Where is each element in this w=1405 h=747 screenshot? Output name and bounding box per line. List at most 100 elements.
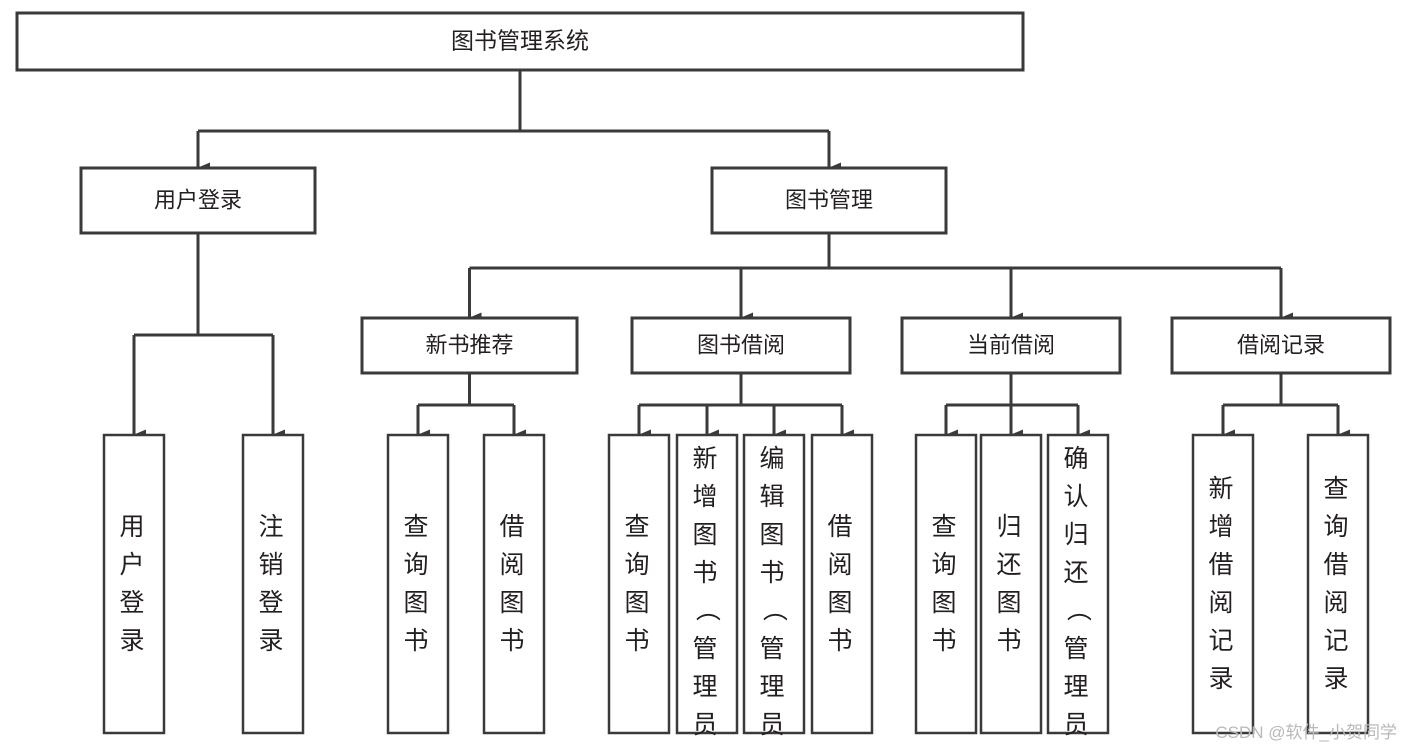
leaf-node-5-char: 新 (692, 445, 721, 473)
leaf-node-11-rect (1191, 433, 1255, 735)
leaf-node-6-char: 辑 (759, 483, 788, 511)
leaf-node-6-char: 员 (759, 711, 788, 739)
leaf-node-12-char: 查 (1323, 475, 1352, 503)
leaf-node-8-rect (914, 433, 978, 735)
leaf-node-11-char: 增 (1208, 513, 1237, 541)
level3-node-1[interactable]: 图书借阅 (630, 316, 852, 375)
leaf-node-3-rect (482, 433, 546, 735)
connector-layer (132, 70, 1350, 441)
level2-node-0[interactable]: 用户登录 (79, 166, 317, 235)
leaf-node-10-char: 员 (1063, 711, 1092, 739)
leaf-node-10-char: 管 (1063, 635, 1092, 663)
leaf-node-2-rect (386, 433, 450, 735)
level3-node-3-label: 借阅记录 (1237, 332, 1325, 357)
leaf-node-12-char: 录 (1323, 665, 1352, 693)
leaf-node-11-char: 新 (1208, 475, 1237, 503)
level2-node-1-rect (710, 166, 948, 235)
level3-node-2-rect (900, 316, 1122, 375)
leaf-node-7-char: 阅 (827, 551, 856, 579)
leaf-node-3-char: 阅 (499, 551, 528, 579)
leaf-node-5-char: 理 (692, 673, 721, 701)
leaf-node-10-char: 还 (1063, 559, 1092, 587)
leaf-node-10-char: （ (1064, 596, 1092, 625)
leaf-node-5-char: 图 (692, 521, 721, 549)
leaf-node-9-char: 还 (996, 551, 1025, 579)
leaf-node-5-char: 增 (692, 483, 721, 511)
leaf-node-11-char: 借 (1208, 551, 1237, 579)
leaf-node-6-char: 书 (759, 559, 788, 587)
leaf-node-2-char: 查 (403, 513, 432, 541)
leaf-node-7-char: 书 (827, 627, 856, 655)
leaf-node-6-char: 管 (759, 635, 788, 663)
leaf-node-5-char: 书 (692, 559, 721, 587)
root-node-rect (15, 11, 1025, 72)
leaf-node-0-rect (102, 433, 166, 735)
level3-node-1-label: 图书借阅 (697, 332, 785, 357)
level3-node-0-rect (360, 316, 579, 375)
level3-node-3-rect (1170, 316, 1392, 375)
leaf-node-12-char: 记 (1323, 627, 1352, 655)
leaf-node-8-char: 图 (931, 589, 960, 617)
leaf-node-0-char: 户 (119, 551, 148, 579)
level3-node-2[interactable]: 当前借阅 (900, 316, 1122, 375)
level2-node-0-rect (79, 166, 317, 235)
root-node-label: 图书管理系统 (451, 28, 589, 54)
leaf-node-10-char: 确 (1063, 445, 1092, 473)
leaf-node-2-char: 书 (403, 627, 432, 655)
leaf-node-11-char: 阅 (1208, 589, 1237, 617)
level3-node-3[interactable]: 借阅记录 (1170, 316, 1392, 375)
leaf-node-5-char: 管 (692, 635, 721, 663)
leaf-node-6-char: （ (760, 596, 788, 625)
leaf-node-10-char: 理 (1063, 673, 1092, 701)
leaf-node-8-char: 书 (931, 627, 960, 655)
leaf-node-9-char: 归 (996, 513, 1025, 541)
level2-node-1-label: 图书管理 (785, 187, 873, 212)
leaf-node-9-rect (979, 433, 1043, 735)
leaf-node-6-rect (742, 433, 806, 735)
leaf-node-3-char: 借 (499, 513, 528, 541)
level2-node-1[interactable]: 图书管理 (710, 166, 948, 235)
leaf-node-2-char: 询 (403, 551, 432, 579)
leaf-node-4-char: 查 (624, 513, 653, 541)
leaf-node-1-char: 录 (258, 627, 287, 655)
leaf-node-10-char: 归 (1063, 521, 1092, 549)
leaf-node-7-char: 图 (827, 589, 856, 617)
leaf-node-1-char: 注 (258, 513, 287, 541)
leaf-node-4-char: 书 (624, 627, 653, 655)
leaf-node-5-char: （ (693, 596, 721, 625)
leaf-node-0-char: 登 (119, 589, 148, 617)
leaf-node-1-rect (241, 433, 305, 735)
level3-node-0-label: 新书推荐 (425, 332, 513, 357)
leaf-node-10-char: 认 (1063, 483, 1092, 511)
leaf-node-4-rect (607, 433, 671, 735)
leaf-node-12-rect (1306, 433, 1370, 735)
leaf-node-0[interactable]: 用户登录 (102, 433, 166, 735)
leaf-node-11-char: 录 (1208, 665, 1237, 693)
leaf-node-4-char: 图 (624, 589, 653, 617)
leaf-node-5-char: 员 (692, 711, 721, 739)
leaf-node-4-char: 询 (624, 551, 653, 579)
leaf-node-3-char: 图 (499, 589, 528, 617)
leaf-node-2-char: 图 (403, 589, 432, 617)
leaf-node-3-char: 书 (499, 627, 528, 655)
leaf-node-7-char: 借 (827, 513, 856, 541)
leaf-node-12-char: 询 (1323, 513, 1352, 541)
root-node[interactable]: 图书管理系统 (15, 11, 1025, 72)
leaf-node-9-char: 书 (996, 627, 1025, 655)
leaf-node-12-char: 借 (1323, 551, 1352, 579)
leaf-node-11-char: 记 (1208, 627, 1237, 655)
level3-node-0[interactable]: 新书推荐 (360, 316, 579, 375)
